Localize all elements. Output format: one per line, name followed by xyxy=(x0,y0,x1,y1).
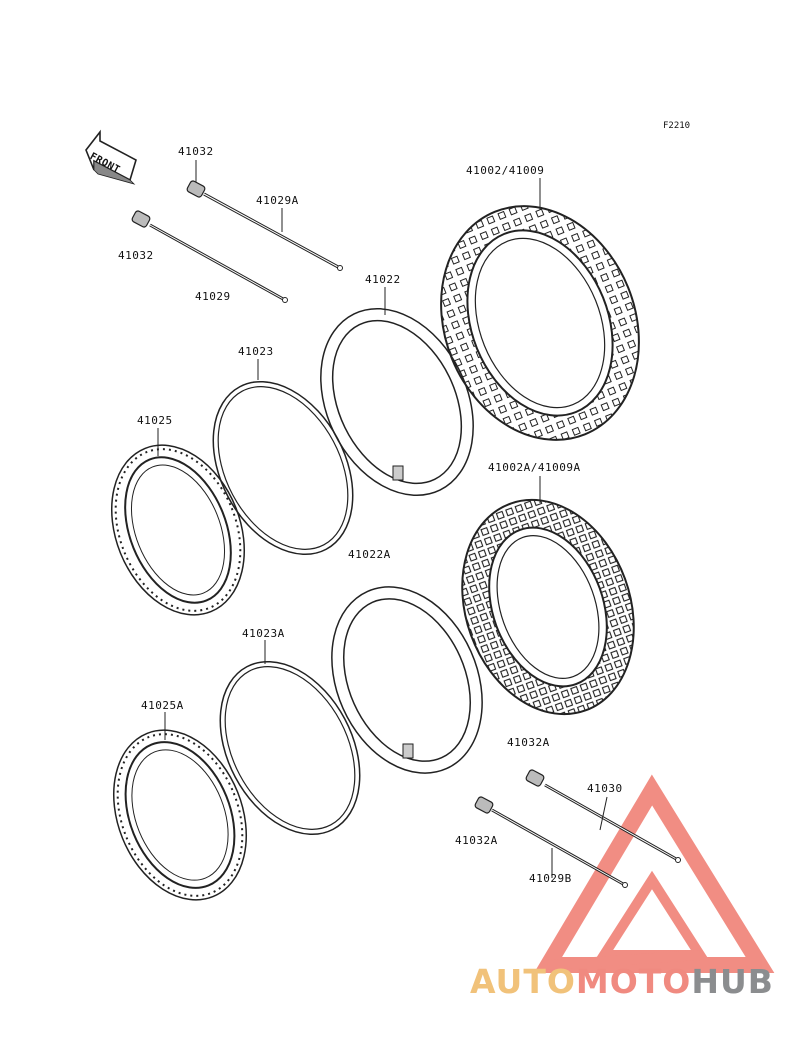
tube-41022A xyxy=(331,586,483,774)
front-arrow-icon xyxy=(85,129,137,185)
watermark-logo: AUTOMOTOHUB xyxy=(470,962,774,1001)
label-41025A: 41025A xyxy=(141,699,184,712)
leader-lines xyxy=(157,160,608,878)
label-41032-top: 41032 xyxy=(178,145,214,158)
spoke-41029A xyxy=(203,192,343,271)
watermark-part-auto: AUTO xyxy=(470,962,576,1001)
spoke-41029B xyxy=(491,808,628,888)
label-41029B: 41029B xyxy=(529,872,572,885)
label-41029: 41029 xyxy=(195,290,231,303)
label-41032-left: 41032 xyxy=(118,249,154,262)
label-41022A: 41022A xyxy=(348,548,391,561)
spoke-41030 xyxy=(544,783,681,863)
rim-41025A xyxy=(112,729,248,901)
watermark-part-moto: MOTO xyxy=(575,962,692,1001)
nipple-41032-top xyxy=(186,180,206,198)
diagram-code: F2210 xyxy=(663,121,691,131)
rim-band-41023 xyxy=(212,380,354,556)
label-41023: 41023 xyxy=(238,345,274,358)
label-41023A: 41023A xyxy=(242,627,285,640)
label-41030: 41030 xyxy=(587,782,623,795)
nipple-41032-left xyxy=(131,210,151,228)
label-41022: 41022 xyxy=(365,273,401,286)
watermark-part-hub: HUB xyxy=(691,962,774,1001)
label-41002A-41009A: 41002A/41009A xyxy=(488,461,581,474)
label-41032A-bottom: 41032A xyxy=(455,834,498,847)
rim-41025 xyxy=(110,444,246,616)
nipple-41032A-bottom xyxy=(474,796,494,814)
watermark-triangle-icon xyxy=(533,774,775,973)
label-41002-41009: 41002/41009 xyxy=(466,164,545,177)
rim-band-41023A xyxy=(219,660,361,836)
nipple-41032A-top xyxy=(525,769,545,787)
tire-front-41002 xyxy=(440,205,640,441)
label-41029A: 41029A xyxy=(256,194,299,207)
label-41032A-top: 41032A xyxy=(507,736,550,749)
spoke-41029 xyxy=(149,223,288,303)
tire-rear-41002A xyxy=(461,498,635,716)
label-41025: 41025 xyxy=(137,414,173,427)
